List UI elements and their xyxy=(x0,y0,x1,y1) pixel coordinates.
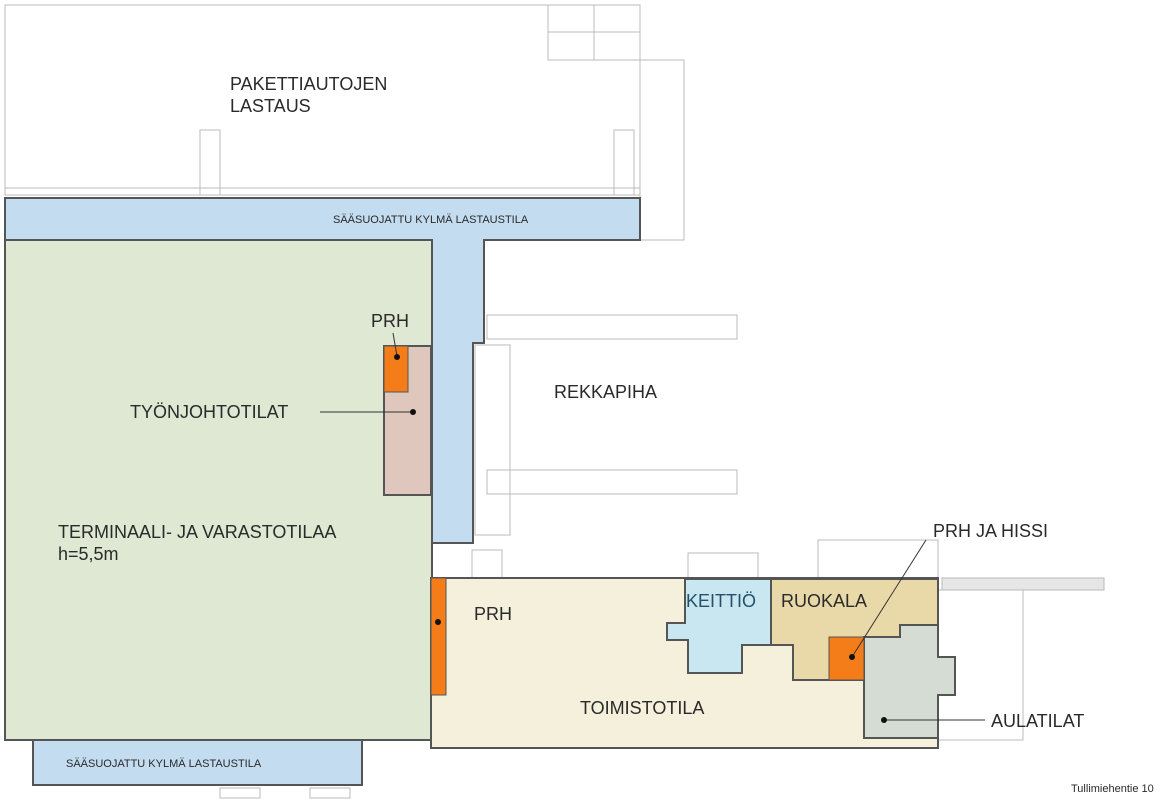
label-prh-top: PRH xyxy=(371,311,409,331)
label-supervisor: TYÖNJOHTOTILAT xyxy=(130,402,288,422)
label-terminal-height: h=5,5m xyxy=(58,544,119,564)
label-canteen: RUOKALA xyxy=(781,591,867,611)
label-lobby: AULATILAT xyxy=(991,711,1084,731)
label-truck-yard: REKKAPIHA xyxy=(554,382,657,402)
label-van-loading-2: LASTAUS xyxy=(230,96,311,116)
label-prh-office: PRH xyxy=(474,604,512,624)
stair-lift xyxy=(828,636,865,681)
label-cold-loading-top: SÄÄSUOJATTU KYLMÄ LASTAUSTILA xyxy=(333,214,529,226)
lobby-area xyxy=(863,624,956,739)
label-cold-loading-bottom: SÄÄSUOJATTU KYLMÄ LASTAUSTILA xyxy=(66,758,262,770)
label-van-loading: PAKETTIAUTOJEN xyxy=(230,74,387,94)
label-kitchen: KEITTIÖ xyxy=(686,591,756,611)
label-prh-lift: PRH JA HISSI xyxy=(933,521,1048,541)
label-terminal: TERMINAALI- JA VARASTOTILAA xyxy=(58,522,336,542)
stair-prh-top xyxy=(383,345,409,393)
leader-lines xyxy=(320,332,985,721)
address-label: Tullimiehentie 10 xyxy=(1071,783,1154,795)
label-office: TOIMISTOTILA xyxy=(580,698,704,718)
cold-loading-area-bottom xyxy=(32,739,363,786)
leader-dots xyxy=(394,354,887,723)
terminal-storage-area xyxy=(4,239,433,741)
stair-prh-office xyxy=(430,577,447,696)
